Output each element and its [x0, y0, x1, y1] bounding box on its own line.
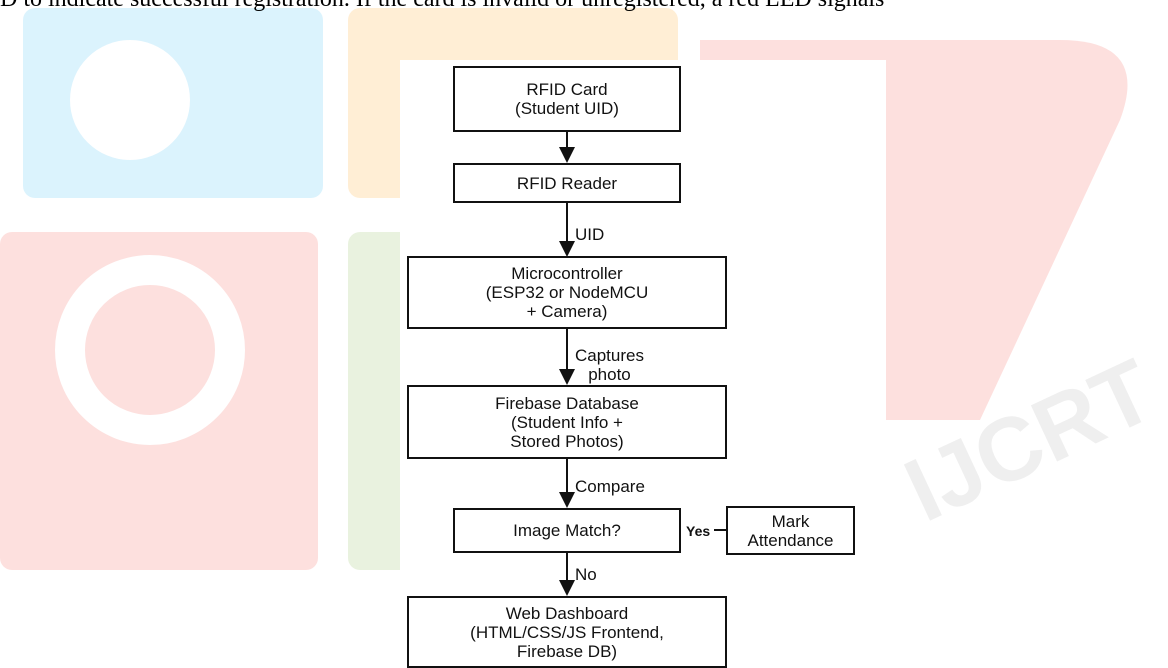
edge-label-captures: Captures photo	[575, 346, 644, 384]
watermark-gear-icon	[55, 255, 245, 445]
edge-label-yes: Yes	[686, 523, 711, 539]
watermark-blue-tile	[23, 8, 323, 198]
node-microcontroller: Microcontroller (ESP32 or NodeMCU + Came…	[407, 256, 727, 329]
edge-label-compare: Compare	[575, 477, 645, 496]
node-rfid-reader: RFID Reader	[453, 163, 681, 203]
flowchart-panel: RFID Card (Student UID) RFID Reader UID …	[400, 60, 886, 668]
document-text-line: D to indicate successful registration. I…	[0, 0, 1168, 13]
flowchart-arrows	[559, 131, 726, 596]
watermark-cloud-icon	[70, 40, 190, 160]
watermark-red-tile-2	[0, 232, 318, 570]
edge-label-uid: UID	[575, 225, 605, 244]
edge-label-no: No	[575, 565, 597, 584]
node-mark-attendance: Mark Attendance	[726, 506, 855, 555]
node-rfid-card: RFID Card (Student UID)	[453, 66, 681, 132]
node-web-dashboard: Web Dashboard (HTML/CSS/JS Frontend, Fir…	[407, 596, 727, 668]
node-image-match: Image Match?	[453, 508, 681, 553]
node-firebase: Firebase Database (Student Info + Stored…	[407, 385, 727, 459]
